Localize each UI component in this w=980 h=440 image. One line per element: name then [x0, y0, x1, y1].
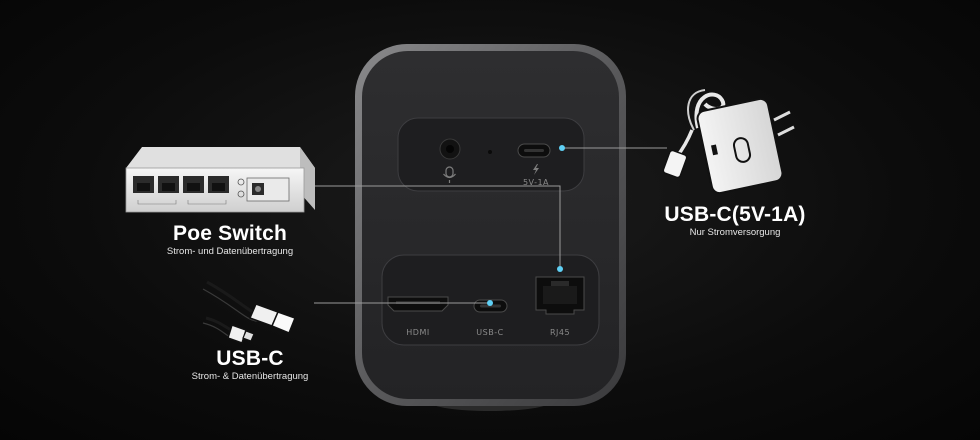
mic-hole [488, 150, 492, 154]
poe-switch-title: Poe Switch [172, 222, 288, 245]
usb-a-plug [248, 303, 296, 334]
connection-dots [487, 145, 565, 306]
poe-connection-line [314, 185, 561, 269]
top-port-panel: 5V-1A [397, 117, 585, 192]
charger-subtitle: Nur Stromversorgung [689, 227, 781, 238]
hdmi-port [387, 296, 449, 312]
rj45-label: RJ45 [550, 328, 570, 337]
charger-title: USB-C(5V-1A) [664, 203, 806, 226]
usbc-cable-title: USB-C [216, 347, 284, 370]
audio-jack [439, 138, 461, 160]
power-dot [559, 145, 565, 151]
hdmi-label: HDMI [406, 328, 429, 337]
microphone-icon [443, 166, 456, 183]
rj45-port [535, 276, 585, 315]
device-body [355, 44, 626, 411]
power-port-label: 5V-1A [523, 178, 549, 187]
rj45-dot [557, 266, 563, 272]
connection-lines [314, 147, 667, 304]
usbc-cable-image [202, 280, 296, 344]
charger-label: USB-C(5V-1A) Nur Stromversorgung [650, 203, 820, 239]
poe-switch-subtitle: Strom- und Datenübertragung [166, 246, 294, 257]
usbc-label: USB-C [476, 328, 503, 337]
usbc-cable-subtitle: Strom- & Datenübertragung [191, 371, 309, 382]
poe-switch-label: Poe Switch Strom- und Datenübertragung [150, 222, 310, 258]
usbc-cable-label: USB-C Strom- & Datenübertragung [160, 347, 340, 383]
lightning-icon [533, 164, 539, 175]
usbc-dot [487, 300, 493, 306]
charger-image [662, 89, 795, 195]
top-usbc-port [517, 143, 551, 158]
poe-switch-image [125, 147, 315, 213]
bottom-port-panel: HDMI USB-C RJ45 [381, 254, 600, 346]
usb-c-plug [227, 324, 255, 344]
